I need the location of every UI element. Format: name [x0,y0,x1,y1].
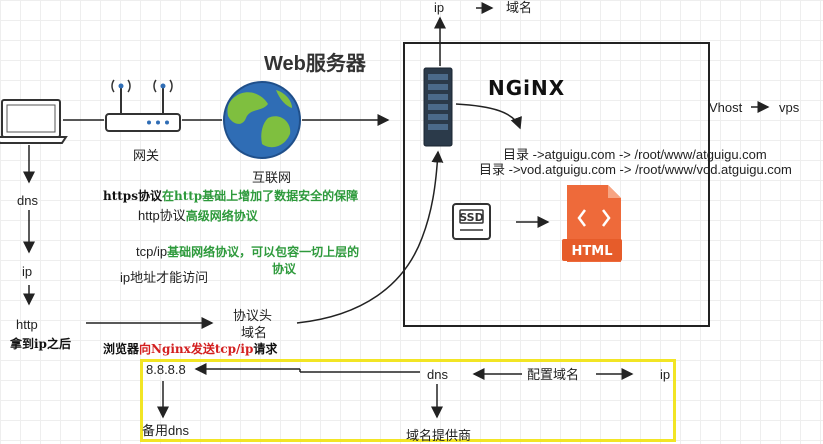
http-desc: 高级网络协议 [185,209,258,223]
browser-prefix: 浏览器 [103,342,140,356]
flow-http-label: http [16,317,38,332]
dns-server-ip: 8.8.8.8 [146,362,186,377]
web-server-box [403,42,710,327]
router-icon [105,79,181,132]
dns-provider-box [140,359,676,442]
ssd-icon [452,203,491,240]
dns-box-dns-label: dns [427,367,448,382]
nginx-logo: NGiNX [488,76,566,100]
server-icon [423,67,453,147]
gateway-label: 网关 [133,148,160,163]
globe-icon [223,81,301,159]
connectors [23,2,770,419]
directory-line-2: 目录 ->vod.atguigu.com -> /root/www/vod.at… [479,162,792,177]
protocol-header-label: 协议头 [233,308,273,323]
http-prefix: http协议 [138,208,186,223]
ssd-label: SSD [459,211,483,224]
https-desc: 在http基础上增加了数据安全的保障 [161,189,359,203]
http-protocol-note: http协议高级网络协议 [138,208,258,224]
browser-mid-text: 向Nginx发送tcp/ip [139,342,254,356]
internet-label: 互联网 [252,170,292,185]
config-domain-label: 配置域名 [527,367,580,382]
backup-dns-label: 备用dns [142,423,189,438]
tcpip-protocol-note: tcp/ip基础网络协议，可以包容一切上层的 [136,244,359,260]
vps-label: vps [779,100,800,115]
flow-ip-label: ip [22,264,33,279]
html-label: HTML [572,244,613,259]
browser-suffix: 请求 [253,342,278,356]
diagram-title: Web服务器 [264,53,366,75]
after-ip-label: 拿到ip之后 [10,337,71,351]
browser-request-note: 浏览器向Nginx发送tcp/ip请求 [103,341,277,357]
ip-access-note: ip地址才能访问 [120,270,209,285]
top-ip-label: ip [434,0,445,15]
flow-dns-label: dns [17,193,38,208]
directory-line-1: 目录 ->atguigu.com -> /root/www/atguigu.co… [503,147,767,162]
html-file-icon [562,185,622,262]
dns-box-ip-label: ip [660,367,671,382]
tcpip-prefix: tcp/ip [136,244,168,259]
vhost-label: Vhost [709,100,743,115]
laptop-icon [0,99,68,144]
https-protocol-note: https协议在http基础上增加了数据安全的保障 [103,188,358,204]
tcpip-desc-line2: 协议 [272,262,297,276]
domain-label: 域名 [241,325,268,340]
tcpip-desc: 基础网络协议，可以包容一切上层的 [167,245,360,259]
domain-provider-label: 域名提供商 [406,428,472,443]
https-prefix: https协议 [103,189,162,203]
top-domain-label: 域名 [506,0,533,15]
